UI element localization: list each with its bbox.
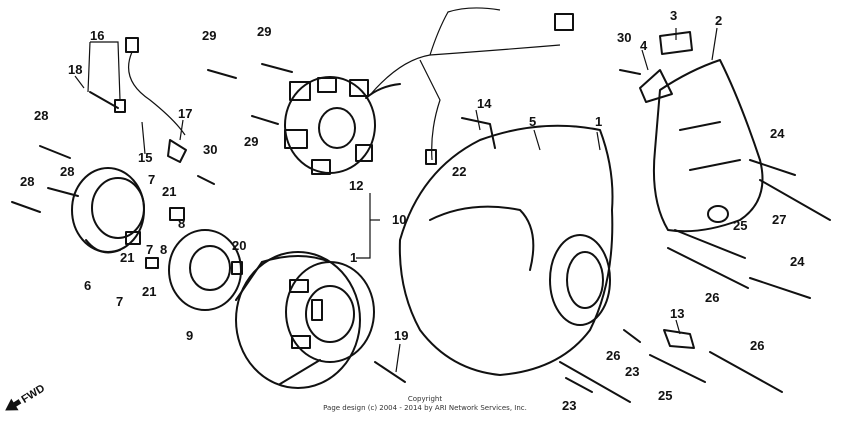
callout-26: 26 [606,348,620,363]
callout-7: 7 [116,294,123,309]
callout-16: 16 [90,28,104,43]
callout-4: 4 [640,38,648,53]
callout-24: 24 [790,254,805,269]
stator [284,76,401,175]
callout-12: 12 [349,178,363,193]
callout-18: 18 [68,62,82,77]
callout-29: 29 [244,134,258,149]
callout-30: 30 [203,142,217,157]
bolts [11,63,831,403]
callout-21: 21 [142,284,156,299]
callout-15: 15 [138,150,152,165]
leader-lines [74,27,718,373]
callout-30: 30 [617,30,631,45]
pulser-cable [89,37,186,136]
rear-cover [652,59,764,233]
callout-21: 21 [162,184,176,199]
callout-8: 8 [160,242,167,257]
callout-25: 25 [658,388,672,403]
gasket [168,229,242,311]
small-parts [125,31,695,349]
callout-22: 22 [452,164,466,179]
callout-8: 8 [178,216,185,231]
callout-1: 1 [595,114,602,129]
callout-5: 5 [529,114,536,129]
callout-1: 1 [350,250,357,265]
callout-29: 29 [202,28,216,43]
callout-25: 25 [733,218,747,233]
copyright-line-1: Copyright [408,395,442,403]
wiring-harness [369,7,574,165]
starter-clutch [71,167,145,254]
callout-14: 14 [477,96,492,111]
generator-cover [398,124,614,376]
fwd-arrow: FWD [5,382,47,411]
callout-26: 26 [705,290,719,305]
callout-7: 7 [146,242,153,257]
callout-28: 28 [34,108,48,123]
callout-19: 19 [394,328,408,343]
callout-23: 23 [625,364,639,379]
callout-10: 10 [392,212,406,227]
callout-27: 27 [772,212,786,227]
callout-2: 2 [715,13,722,28]
callout-26: 26 [750,338,764,353]
callout-9: 9 [186,328,193,343]
callout-7: 7 [148,172,155,187]
callout-21: 21 [120,250,134,265]
callout-20: 20 [232,238,246,253]
callout-labels: 1 1 2 3 4 5 6 7 7 7 8 8 9 10 12 13 14 15… [20,8,805,413]
rotor [235,251,375,389]
callout-13: 13 [670,306,684,321]
callout-24: 24 [770,126,785,141]
callout-23: 23 [562,398,576,413]
callout-3: 3 [670,8,677,23]
fwd-label: FWD [19,382,47,405]
callout-29: 29 [257,24,271,39]
copyright-line-2: Page design (c) 2004 - 2014 by ARI Netwo… [323,404,527,412]
callout-6: 6 [84,278,91,293]
callout-28: 28 [20,174,34,189]
callout-17: 17 [178,106,192,121]
callout-28: 28 [60,164,74,179]
